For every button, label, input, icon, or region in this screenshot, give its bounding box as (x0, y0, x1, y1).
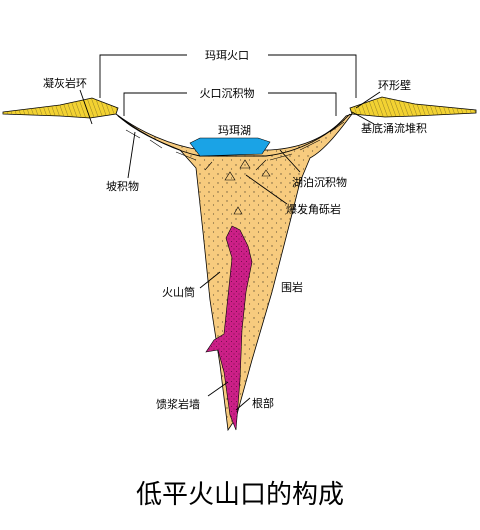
crater-bedding-lines (125, 121, 345, 215)
crater-sediment-bracket (123, 92, 337, 116)
label-maar-crater: 玛珥火口 (205, 49, 249, 62)
maar-lake (189, 137, 271, 157)
diagram-title: 低平火山口的构成 (136, 480, 344, 510)
label-country-rock: 围岩 (281, 280, 303, 294)
label-ring-wall: 环形壁 (378, 78, 411, 92)
label-dike: 馈浆岩墙 (156, 397, 200, 411)
label-talus: 坡积物 (106, 179, 139, 193)
label-maar-lake: 玛珥湖 (218, 124, 251, 137)
label-base-surge: 基底涌流堆积 (361, 121, 427, 135)
feeder-dike (205, 225, 253, 431)
label-crater-sediment: 火口沉积物 (200, 86, 255, 100)
leader-lines (79, 89, 381, 411)
tuff-ring-right (349, 96, 477, 118)
tuff-ring-left (2, 97, 119, 119)
label-breccia: 爆发角砾岩 (286, 202, 341, 216)
label-tuff-ring: 凝灰岩环 (43, 76, 87, 90)
label-diatreme: 火山筒 (162, 285, 195, 299)
label-root: 根部 (252, 396, 274, 410)
maar-crater-bracket (99, 54, 357, 98)
label-lake-sediment: 湖泊沉积物 (292, 175, 347, 189)
